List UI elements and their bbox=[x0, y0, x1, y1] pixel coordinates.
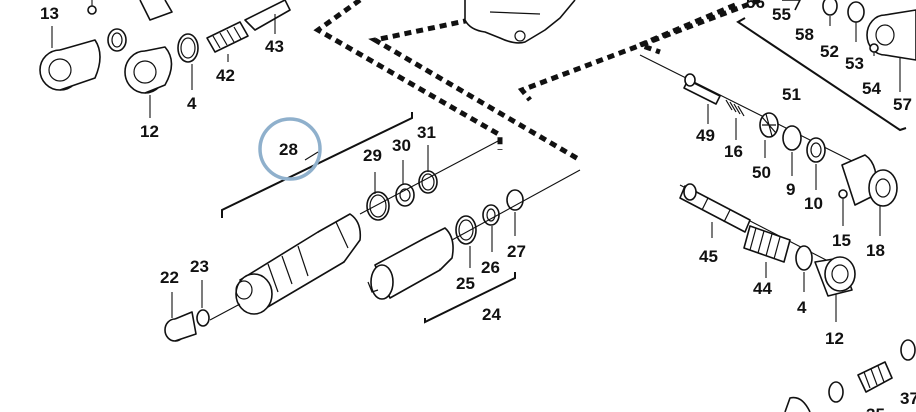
part-4-oring-upper bbox=[177, 33, 199, 90]
axis-51 bbox=[639, 54, 881, 176]
part-44-spring bbox=[743, 225, 791, 278]
part-bottom-right-fragment bbox=[784, 339, 916, 412]
part-53-ball bbox=[869, 43, 879, 56]
label-51: 51 bbox=[782, 85, 801, 104]
part-15-ball bbox=[838, 189, 848, 226]
label-10: 10 bbox=[804, 194, 823, 213]
part-13-plug bbox=[39, 26, 101, 91]
label-12-lower: 12 bbox=[825, 329, 844, 348]
label-31: 31 bbox=[417, 123, 436, 142]
part-9-oring bbox=[782, 125, 802, 176]
axis-24 bbox=[451, 169, 581, 241]
part-50-gear bbox=[759, 112, 779, 158]
label-56: 56 bbox=[746, 0, 765, 12]
label-52: 52 bbox=[820, 42, 839, 61]
part-small-oring-top bbox=[107, 28, 127, 52]
label-13: 13 bbox=[40, 4, 59, 23]
brace-51 bbox=[736, 17, 907, 132]
label-15: 15 bbox=[832, 231, 851, 250]
part-30-backup-ring bbox=[395, 160, 415, 207]
part-52-oring bbox=[847, 1, 865, 42]
part-29-oring bbox=[366, 172, 390, 221]
part-16-spring bbox=[725, 99, 745, 140]
label-23: 23 bbox=[190, 257, 209, 276]
part-42-spring-upper bbox=[206, 21, 249, 62]
part-12-plug-lower bbox=[814, 256, 856, 322]
part-labels: 13 43 42 4 12 28 29 30 31 22 23 25 26 27… bbox=[40, 0, 916, 412]
label-16: 16 bbox=[724, 142, 743, 161]
label-37: 37 bbox=[900, 389, 916, 408]
part-43-spool-upper bbox=[244, 0, 291, 34]
label-24: 24 bbox=[482, 305, 501, 324]
label-30: 30 bbox=[392, 136, 411, 155]
label-25: 25 bbox=[456, 274, 475, 293]
part-49-pin bbox=[683, 73, 721, 124]
label-9: 9 bbox=[786, 180, 795, 199]
label-22: 22 bbox=[160, 268, 179, 287]
part-12-plug-upper bbox=[124, 46, 173, 118]
label-45: 45 bbox=[699, 247, 718, 266]
part-45-spool bbox=[679, 183, 751, 238]
part-25-oring bbox=[455, 215, 477, 268]
part-27-oring bbox=[506, 189, 524, 236]
part-4-oring-lower bbox=[795, 245, 813, 292]
highlight-circle-28 bbox=[258, 117, 322, 181]
label-53: 53 bbox=[845, 54, 864, 73]
part-31-oring bbox=[418, 145, 438, 194]
label-26: 26 bbox=[481, 258, 500, 277]
part-22-plug bbox=[164, 292, 197, 342]
label-28: 28 bbox=[279, 140, 298, 159]
label-35: 35 bbox=[866, 405, 885, 412]
part-23-oring bbox=[196, 280, 210, 327]
label-18: 18 bbox=[866, 241, 885, 260]
label-58: 58 bbox=[795, 25, 814, 44]
label-57: 57 bbox=[893, 95, 912, 114]
label-44: 44 bbox=[753, 279, 772, 298]
part-58-oring bbox=[822, 0, 838, 26]
label-12-upper: 12 bbox=[140, 122, 159, 141]
label-43: 43 bbox=[265, 37, 284, 56]
part-56-stem bbox=[782, 0, 801, 11]
axis-28 bbox=[209, 139, 501, 321]
part-18-plug bbox=[841, 154, 898, 236]
label-49: 49 bbox=[696, 126, 715, 145]
label-42: 42 bbox=[216, 66, 235, 85]
brace-24 bbox=[424, 272, 516, 324]
leader-28 bbox=[304, 151, 319, 161]
label-29: 29 bbox=[363, 146, 382, 165]
dashed-passage-lines bbox=[313, 0, 761, 163]
label-27: 27 bbox=[507, 242, 526, 261]
part-top-stem bbox=[87, 0, 173, 21]
part-10-backup-ring bbox=[806, 137, 826, 190]
part-28-cartridge bbox=[235, 213, 362, 315]
label-50: 50 bbox=[752, 163, 771, 182]
part-26-backup-ring bbox=[482, 204, 500, 252]
label-4-lower: 4 bbox=[797, 298, 807, 317]
label-55: 55 bbox=[772, 5, 791, 24]
label-4-upper: 4 bbox=[187, 94, 197, 113]
part-24-cartridge bbox=[367, 227, 454, 300]
label-54: 54 bbox=[862, 79, 881, 98]
valve-housing-fragment bbox=[464, 0, 576, 44]
